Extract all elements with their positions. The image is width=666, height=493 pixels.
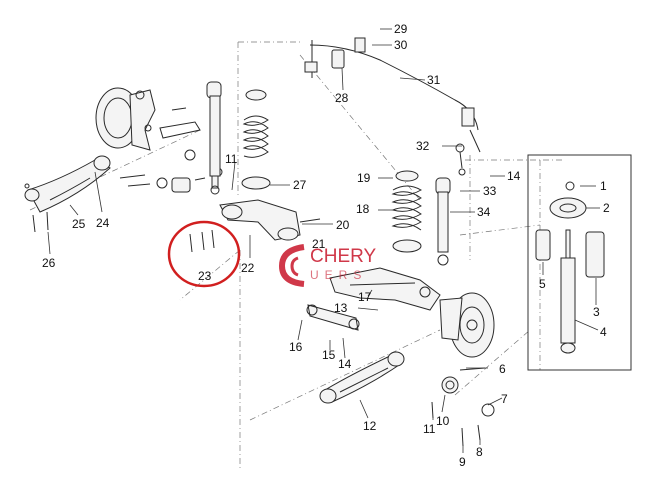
bushings-row <box>119 167 223 193</box>
watermark: CHERY UERS <box>278 244 376 287</box>
shock-absorber-main <box>206 81 222 195</box>
knuckle-center <box>329 267 441 311</box>
callout-4: 4 <box>600 325 607 339</box>
stabilizer-bar <box>304 37 481 153</box>
lower-trailing-link <box>319 351 405 404</box>
callout-7: 7 <box>501 392 508 406</box>
stabilizer-link <box>455 143 466 176</box>
callout-21: 21 <box>312 237 326 251</box>
callout-labels: 1 2 3 4 5 6 7 8 9 10 11 11 12 13 14 14 1… <box>42 22 610 469</box>
callout-34: 34 <box>477 205 491 219</box>
trailing-arm-left <box>24 155 111 213</box>
callout-11b: 11 <box>423 422 436 436</box>
callout-29: 29 <box>394 22 408 36</box>
coil-spring-upper <box>241 89 271 190</box>
callout-18: 18 <box>356 202 370 216</box>
callout-14b: 14 <box>338 357 352 371</box>
upper-link <box>306 304 360 331</box>
callout-10: 10 <box>436 414 450 428</box>
watermark-sub: UERS <box>310 268 367 282</box>
highlight-circle <box>167 220 241 288</box>
callout-17: 17 <box>358 290 372 304</box>
callout-31: 31 <box>427 73 441 87</box>
callout-27: 27 <box>293 178 307 192</box>
coil-spring-center <box>391 170 423 253</box>
lower-control-arm <box>219 199 321 241</box>
callout-24: 24 <box>96 216 110 230</box>
rear-knuckle-left <box>95 87 201 161</box>
callout-1: 1 <box>600 179 607 193</box>
leader-lines <box>47 28 600 453</box>
callout-25: 25 <box>72 217 86 231</box>
hardware-lower-right <box>431 367 495 447</box>
callout-32: 32 <box>416 139 430 153</box>
detail-inset-box <box>527 154 632 371</box>
bolts-26 <box>32 211 49 233</box>
callout-30: 30 <box>394 38 408 52</box>
shock-absorber-center <box>435 177 451 266</box>
callout-16: 16 <box>289 340 303 354</box>
callout-13: 13 <box>334 301 348 315</box>
bolts-23 <box>189 229 215 253</box>
callout-12: 12 <box>363 419 377 433</box>
callout-19: 19 <box>357 171 371 185</box>
guide-lines <box>29 41 565 470</box>
callout-15: 15 <box>322 348 336 362</box>
callout-20: 20 <box>336 218 350 232</box>
callout-8: 8 <box>476 445 483 459</box>
callout-22: 22 <box>241 261 255 275</box>
detail-parts <box>535 181 605 354</box>
callout-9: 9 <box>459 455 466 469</box>
callout-6: 6 <box>499 362 506 376</box>
hub-disc-right <box>439 292 495 358</box>
callout-28: 28 <box>335 91 349 105</box>
callout-26: 26 <box>42 256 56 270</box>
callout-23: 23 <box>198 269 212 283</box>
callout-33: 33 <box>483 184 497 198</box>
watermark-brand: CHERY <box>310 246 376 267</box>
callout-3: 3 <box>593 305 600 319</box>
callout-5: 5 <box>539 277 546 291</box>
callout-11: 11 <box>225 152 238 166</box>
callout-14: 14 <box>507 169 521 183</box>
callout-2: 2 <box>603 201 610 215</box>
